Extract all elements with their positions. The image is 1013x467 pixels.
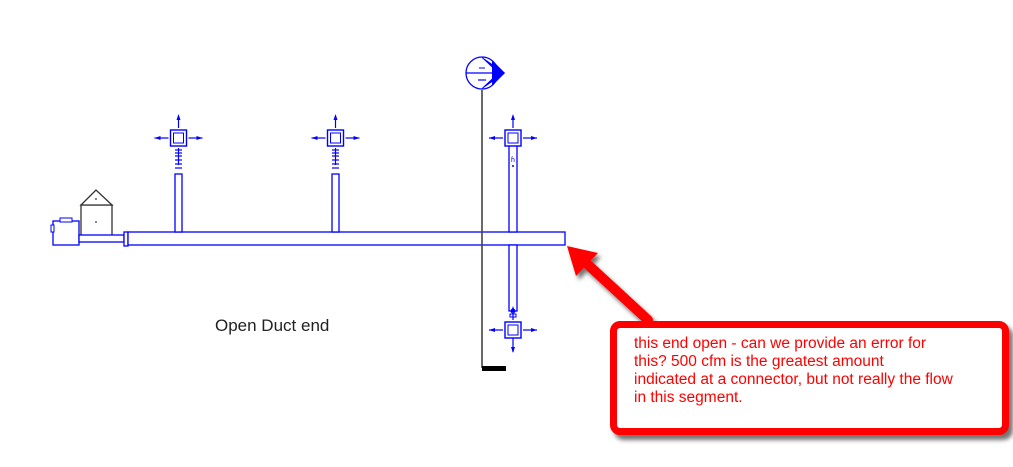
open-duct-end-label: Open Duct end (215, 316, 330, 335)
air-handling-unit (50, 189, 125, 246)
diffuser-3: ɦ (488, 113, 538, 233)
diffuser-4 (488, 244, 538, 353)
section-marker (465, 56, 506, 371)
diffuser-1 (153, 113, 204, 233)
callout-arrow (567, 246, 653, 325)
svg-text:ɦ: ɦ (511, 157, 515, 164)
callout-box: this end open - can we provide an error … (610, 321, 1009, 435)
diffuser-2 (310, 113, 361, 233)
main-duct (123, 231, 566, 247)
callout-text: this end open - can we provide an error … (634, 335, 953, 406)
